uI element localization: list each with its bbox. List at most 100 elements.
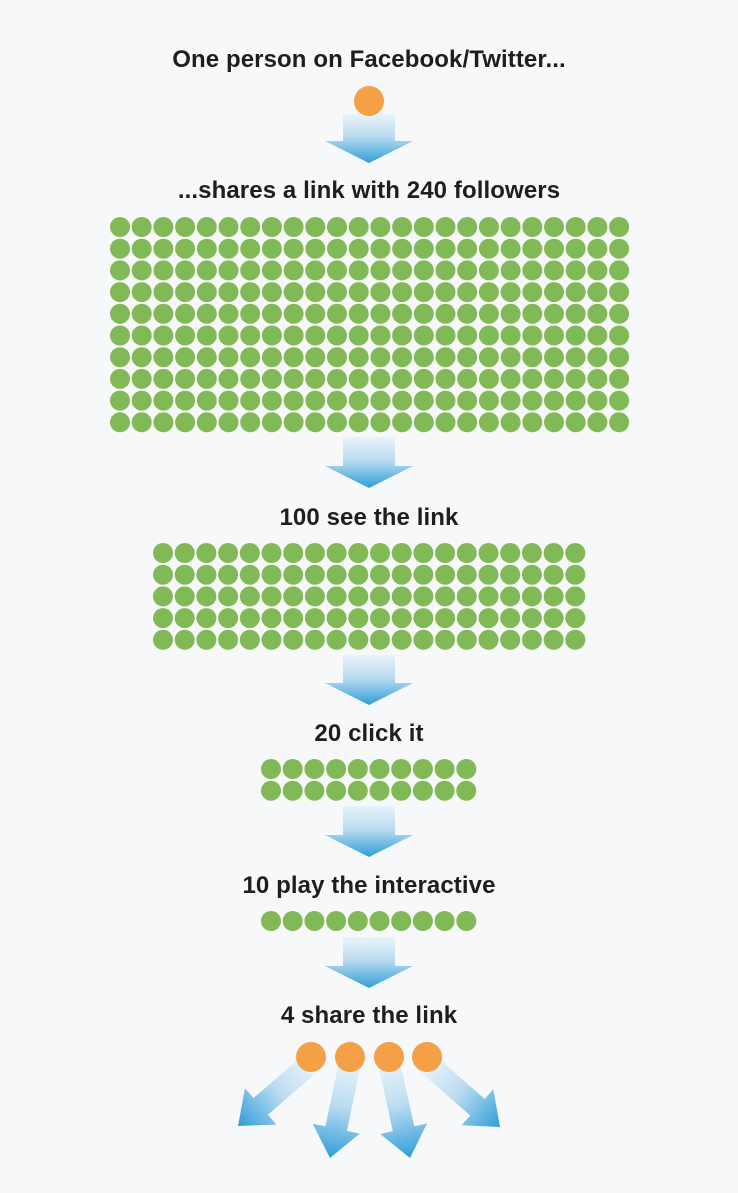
viewer-dot	[456, 543, 477, 563]
viewer-dot	[478, 586, 499, 607]
follower-dot	[587, 368, 608, 389]
follower-dot	[305, 217, 326, 237]
follower-dot	[435, 412, 456, 433]
follower-dot	[261, 368, 282, 389]
viewer-dot	[543, 608, 564, 629]
follower-dot	[609, 412, 630, 433]
viewer-dot	[456, 586, 477, 607]
viewer-dot	[218, 543, 239, 563]
follower-dot	[305, 303, 326, 324]
viewer-dot	[261, 543, 282, 563]
viewer-dot	[261, 629, 282, 650]
viewer-dot	[174, 608, 195, 629]
viewer-dot	[521, 629, 542, 650]
follower-dot	[435, 217, 456, 237]
player-dot	[304, 911, 325, 931]
follower-dot	[500, 282, 521, 303]
follower-dot	[196, 347, 217, 368]
follower-dot	[587, 282, 608, 303]
follower-dot	[175, 347, 196, 368]
follower-dot	[348, 217, 369, 237]
follower-dot	[392, 217, 413, 237]
follower-dot	[370, 303, 391, 324]
clicker-dot	[261, 780, 281, 801]
clicker-dot	[369, 780, 390, 801]
follower-dot	[565, 303, 586, 324]
follower-dot	[240, 282, 261, 303]
player-dot	[326, 911, 347, 931]
follower-dot	[478, 217, 499, 237]
viewer-dot	[348, 543, 369, 563]
follower-dot	[131, 260, 152, 281]
follower-dot	[565, 390, 586, 411]
viewer-dot	[391, 629, 412, 650]
viewer-dot	[500, 629, 521, 650]
follower-dot	[196, 217, 217, 237]
follower-dot	[544, 282, 564, 303]
follower-dot	[327, 260, 347, 281]
follower-dot	[435, 325, 456, 346]
follower-dot	[348, 303, 369, 324]
viewer-dot	[326, 608, 347, 629]
follower-dot	[435, 260, 456, 281]
follower-dot	[348, 347, 369, 368]
follower-dot	[522, 368, 543, 389]
viewer-dot	[304, 629, 325, 650]
viewer-dot	[153, 586, 173, 607]
follower-dot	[283, 282, 304, 303]
clicker-dot	[282, 780, 303, 801]
clicker-dot	[304, 759, 325, 779]
follower-dot	[153, 303, 174, 324]
follower-dot	[131, 217, 152, 237]
follower-dot	[240, 303, 261, 324]
follower-dot	[587, 260, 608, 281]
follower-dot	[218, 238, 239, 259]
down-arrow	[325, 437, 413, 488]
follower-dot	[261, 412, 282, 433]
follower-dot	[544, 347, 564, 368]
viewer-dot	[326, 564, 347, 585]
viewer-dot	[283, 629, 304, 650]
follower-dot	[348, 282, 369, 303]
follower-dot	[609, 238, 630, 259]
follower-dot	[544, 412, 564, 433]
follower-dot	[392, 260, 413, 281]
viewer-dot	[239, 564, 260, 585]
follower-dot	[305, 347, 326, 368]
viewer-dot	[391, 543, 412, 563]
follower-dot	[587, 347, 608, 368]
follower-dot	[500, 260, 521, 281]
follower-dot	[327, 303, 347, 324]
player-dot	[391, 911, 412, 931]
follower-dot	[175, 390, 196, 411]
follower-dot	[261, 217, 282, 237]
follower-dot	[240, 390, 261, 411]
viewer-dot	[478, 629, 499, 650]
follower-dot	[196, 260, 217, 281]
follower-dot	[609, 217, 630, 237]
viewer-dot	[304, 608, 325, 629]
stage-label-10-play: 10 play the interactive	[242, 872, 496, 899]
viewer-dot	[521, 543, 542, 563]
stage-label-100-see: 100 see the link	[279, 504, 459, 531]
follower-dot	[305, 325, 326, 346]
viewer-dot	[239, 629, 260, 650]
down-arrow	[325, 806, 413, 857]
follower-dot	[305, 412, 326, 433]
player-dot	[369, 911, 390, 931]
follower-dot	[131, 368, 152, 389]
follower-dot	[413, 217, 434, 237]
follower-dot	[544, 217, 564, 237]
viewer-dot	[283, 564, 304, 585]
follower-dot	[327, 325, 347, 346]
follower-dot	[110, 390, 130, 411]
viewer-dot	[153, 608, 173, 629]
viewer-dot	[370, 543, 390, 563]
viewer-dot	[283, 543, 304, 563]
follower-dot	[218, 347, 239, 368]
share-arrow	[378, 1060, 427, 1158]
clicker-dot	[261, 759, 281, 779]
share-arrow	[312, 1060, 361, 1158]
stage-label-4-share: 4 share the link	[280, 1002, 458, 1029]
follower-dot	[261, 238, 282, 259]
